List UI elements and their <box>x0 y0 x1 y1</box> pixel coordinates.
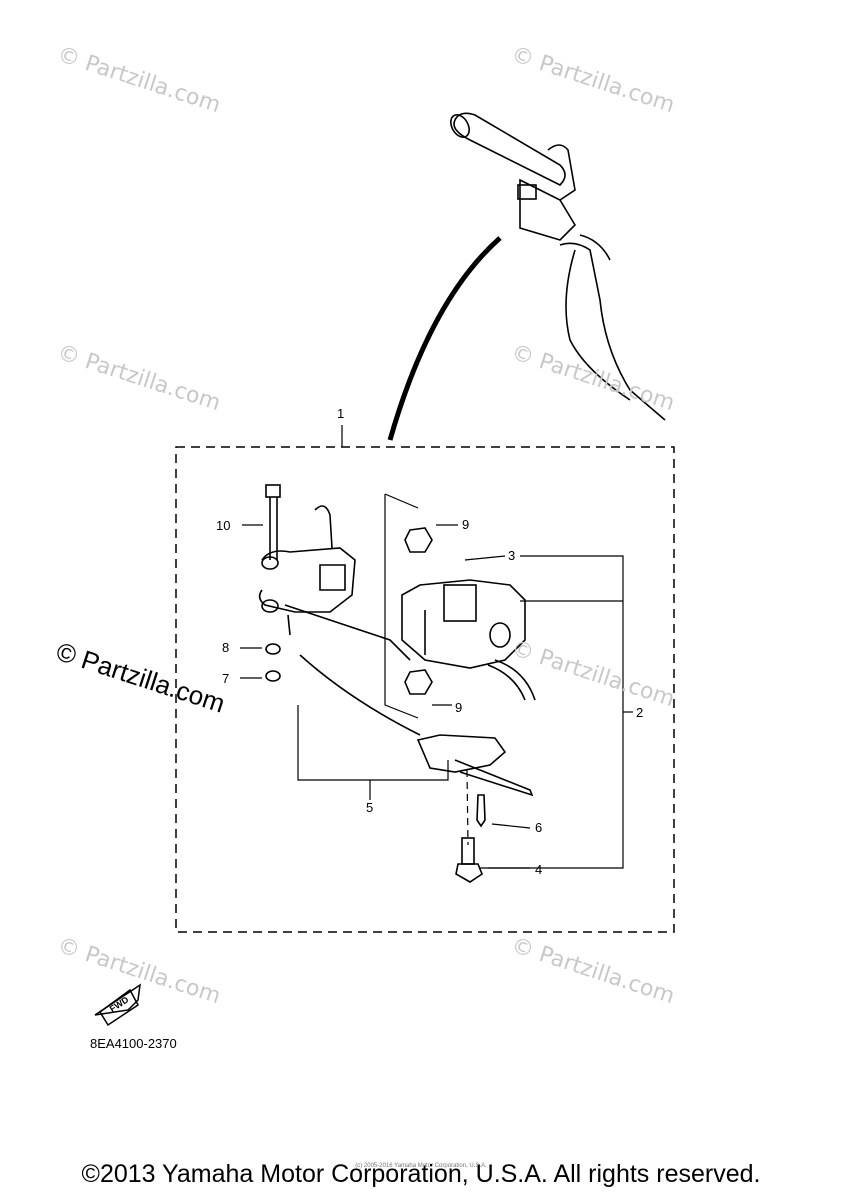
callout-9-bottom: 9 <box>455 700 463 715</box>
copyright-footer: ©2013 Yamaha Motor Corporation, U.S.A. A… <box>81 1160 761 1188</box>
tiny-copyright: (c) 2005-2016 Yamaha Motor Corporation, … <box>355 1163 487 1169</box>
throttle-cable <box>387 236 502 441</box>
diagram-part-code: 8EA4100-2370 <box>90 1036 177 1051</box>
leader-lines <box>240 425 633 869</box>
fwd-arrow-icon <box>94 983 141 1027</box>
callout-4: 4 <box>535 862 543 877</box>
parts <box>258 484 536 883</box>
callout-10: 10 <box>216 518 231 533</box>
callout-6: 6 <box>535 820 543 835</box>
callout-8: 8 <box>222 640 230 655</box>
callout-5: 5 <box>366 800 374 815</box>
callout-7: 7 <box>222 671 230 686</box>
callout-1: 1 <box>337 406 345 421</box>
handlebar-illustration <box>450 112 666 421</box>
callout-2: 2 <box>636 705 644 720</box>
callout-9-top: 9 <box>462 517 470 532</box>
callout-3: 3 <box>508 548 516 563</box>
assembly-boundary <box>175 446 675 933</box>
